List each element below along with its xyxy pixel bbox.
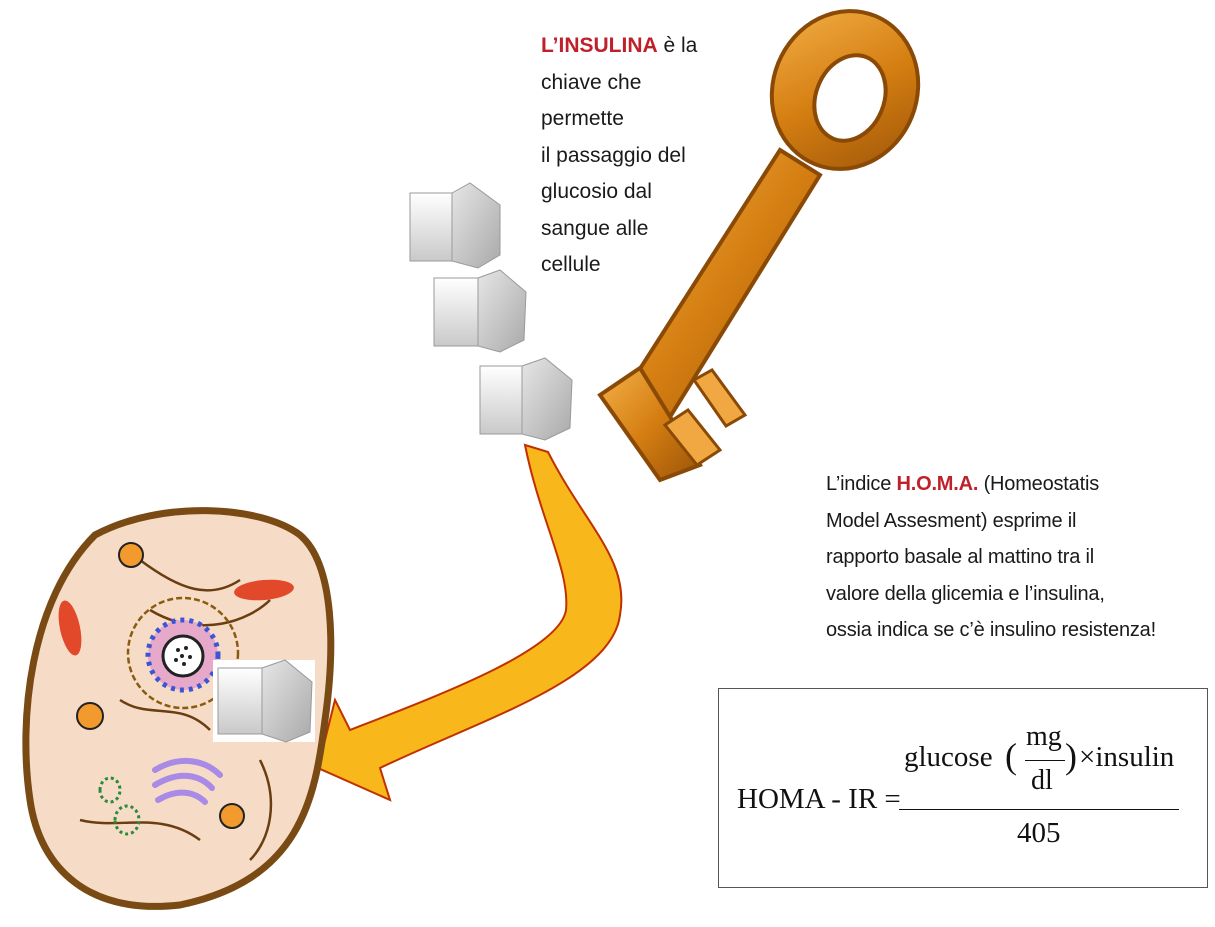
homa-after-keyword: (Homeostatis xyxy=(978,473,1099,495)
insulina-line: chiave che xyxy=(541,65,741,102)
formula-unit-bar xyxy=(1025,760,1065,761)
insulina-after-keyword: è la xyxy=(658,34,698,57)
formula-glucose: glucose xyxy=(904,741,993,774)
homa-note: L’indice H.O.M.A. (Homeostatis Model Ass… xyxy=(826,466,1211,649)
formula-lhs: HOMA - IR = xyxy=(737,783,901,816)
insulina-line: il passaggio del xyxy=(541,138,741,175)
insulina-note: L’INSULINA è la chiave che permette il p… xyxy=(541,28,741,284)
homa-formula-box: HOMA - IR = glucose ( mg dl ) ×insulin 4… xyxy=(718,688,1208,888)
homa-line: Model Assesment) esprime il xyxy=(826,503,1211,540)
insulina-first-line: L’INSULINA è la xyxy=(541,28,741,65)
formula-left-paren: ( xyxy=(1005,735,1017,777)
sugar-cube-icon xyxy=(410,183,500,268)
insulina-line: sangue alle xyxy=(541,211,741,248)
formula-fraction-bar xyxy=(899,809,1179,810)
homa-prefix: L’indice xyxy=(826,473,896,495)
insulina-keyword: L’INSULINA xyxy=(541,34,658,57)
homa-first-line: L’indice H.O.M.A. (Homeostatis xyxy=(826,466,1211,503)
formula-insulin: ×insulin xyxy=(1079,741,1174,774)
insulina-line: cellule xyxy=(541,247,741,284)
formula-denominator: 405 xyxy=(1017,817,1061,850)
arrow-icon xyxy=(318,445,621,800)
sugar-cube-icon xyxy=(218,660,312,742)
sugar-cube-icon xyxy=(434,270,526,352)
insulina-line: glucosio dal xyxy=(541,174,741,211)
cell-icon xyxy=(26,511,331,907)
sugar-cube-icon xyxy=(480,358,572,440)
formula-unit-numerator: mg xyxy=(1026,721,1062,753)
homa-line: valore della glicemia e l’insulina, xyxy=(826,576,1211,613)
homa-line: ossia indica se c’è insulino resistenza! xyxy=(826,612,1211,649)
insulina-line: permette xyxy=(541,101,741,138)
homa-formula: HOMA - IR = glucose ( mg dl ) ×insulin 4… xyxy=(719,689,1207,887)
homa-keyword: H.O.M.A. xyxy=(896,473,978,495)
formula-unit-denominator: dl xyxy=(1031,765,1053,797)
formula-right-paren: ) xyxy=(1065,735,1077,777)
homa-line: rapporto basale al mattino tra il xyxy=(826,539,1211,576)
